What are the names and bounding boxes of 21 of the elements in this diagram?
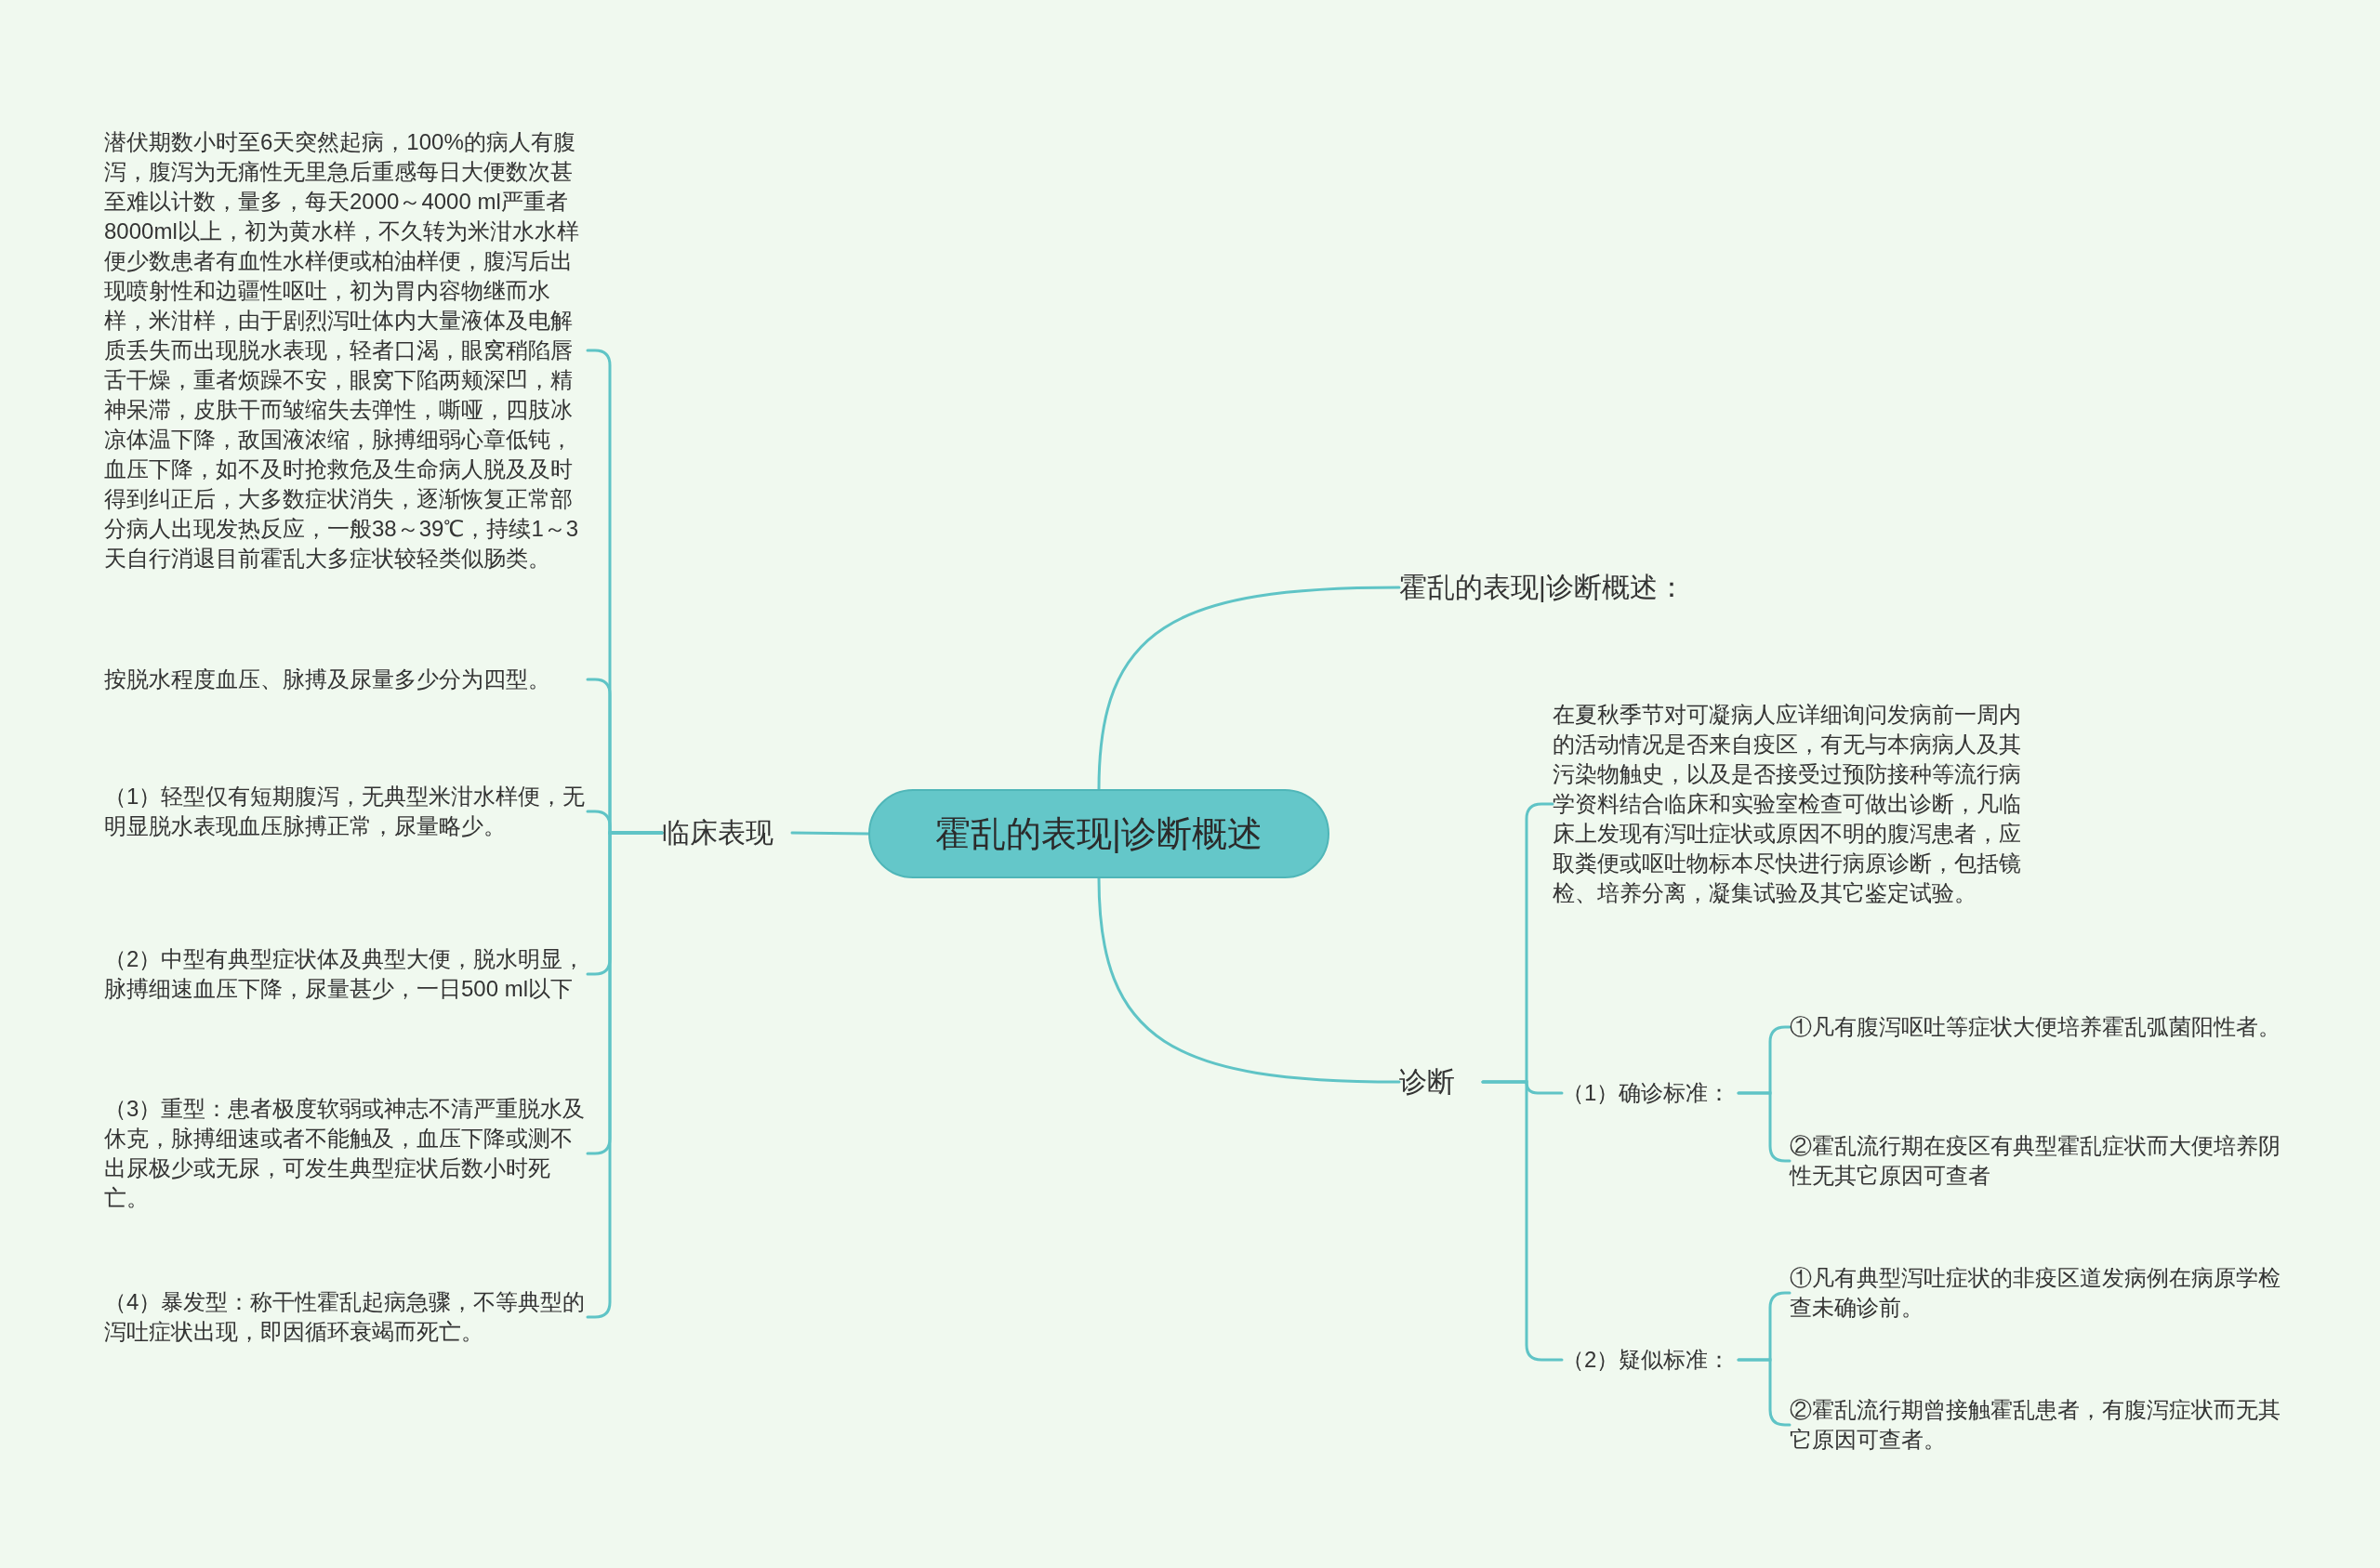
subtopic-label: （2）疑似标准：: [1562, 1345, 1739, 1375]
connector-line: [790, 831, 870, 836]
subtopic-label: （1）确诊标准：: [1562, 1078, 1739, 1108]
topic-text: ①凡有腹泻呕吐等症状大便培养霍乱弧菌阳性者。: [1790, 1012, 2282, 1042]
topic-text: ①凡有典型泻吐症状的非疫区道发病例在病原学检查未确诊前。: [1790, 1263, 2282, 1323]
topic-text: （1）轻型仅有短期腹泻，无典型米泔水样便，无明显脱水表现血压脉搏正常，尿量略少。: [104, 782, 588, 841]
connector-line: [1481, 1080, 1564, 1362]
topic-text: 在夏秋季节对可凝病人应详细询问发病前一周内的活动情况是否来自疫区，有无与本病病人及其污染物触史，以及是否接受过预防接种等流行病学资料结合临床和实验室检查可做出诊断，凡临床上发现有泻吐症状或原因不明的腹泻患者，应取粪便或呕吐物标本尽快进行病原诊断，包括镜检、培养分离，凝集试验及其它鉴定试验。: [1553, 700, 2036, 908]
branch-topic: 临床表现: [662, 814, 792, 851]
topic-text: 潜伏期数小时至6天突然起病，100%的病人有腹泻，腹泻为无痛性无里急后重感每日大便数次甚至难以计数，量多，每天2000～4000 ml严重者8000ml以上，初为黄水样，不久转为米泔水水样便少数患者有血性水样便或柏油样便，腹泻后出现喷射性和边疆性呕吐，初为胃内容物继而水样，米泔样，由于剧烈泻吐体内大量液体及电解质丢失而出现脱水表现，轻者口渴，眼窝稍陷唇舌干燥，重者烦躁不安，眼窝下陷两颊深凹，精神呆滞，皮肤干而皱缩失去弹性，嘶哑，四肢冰凉体温下降，敌国液浓缩，脉搏细弱心章低钝，血压下降，如不及时抢救危及生命病人脱及及时得到纠正后，大多数症状消失，逐渐恢复正常部分病人出现发热反应，一般38～39℃，持续1～3天自行消退目前霍乱大多症状较轻类似肠类。: [104, 127, 588, 573]
topic-text: （3）重型：患者极度软弱或神志不清严重脱水及休克，脉搏细速或者不能触及，血压下降或测不出尿极少或无尿，可发生典型症状后数小时死亡。: [104, 1094, 588, 1213]
topic-text: （2）中型有典型症状体及典型大便，脱水明显，脉搏细速血压下降，尿量甚少，一日500 ml以下: [104, 944, 588, 1004]
topic-text: ②霍乱流行期在疫区有典型霍乱症状而大便培养阴性无其它原因可查者: [1790, 1131, 2282, 1191]
topic-text: （4）暴发型：称干性霍乱起病急骤，不等典型的泻吐症状出现，即因循环衰竭而死亡。: [104, 1287, 588, 1347]
branch-topic: 霍乱的表现|诊断概述：: [1399, 569, 1734, 606]
connector-line: [1097, 586, 1401, 791]
topic-text: ②霍乱流行期曾接触霍乱患者，有腹泻症状而无其它原因可查者。: [1790, 1395, 2282, 1455]
connector-line: [1097, 876, 1401, 1084]
central-topic: 霍乱的表现|诊断概述: [868, 789, 1329, 878]
topic-text: 按脱水程度血压、脉搏及尿量多少分为四型。: [104, 665, 588, 694]
branch-topic: 诊断: [1399, 1063, 1483, 1100]
